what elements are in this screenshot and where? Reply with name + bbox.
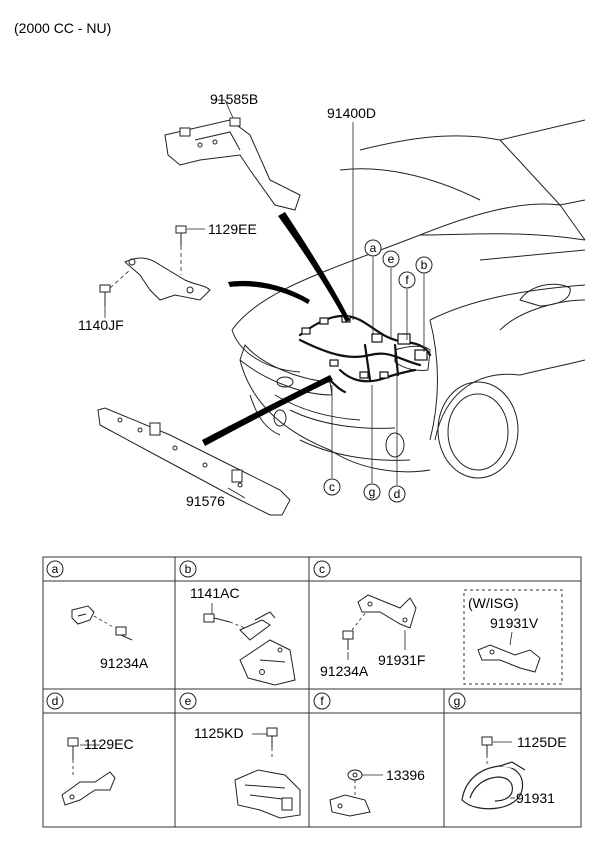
callout-a: a xyxy=(370,241,377,255)
cell-c-variant-part: 91931V xyxy=(490,615,539,631)
callout-e: e xyxy=(388,252,395,266)
cell-b-part-0: 1141AC xyxy=(190,585,240,601)
page-header: (2000 CC - NU) xyxy=(14,20,112,36)
cell-f-nut-icon xyxy=(347,769,363,781)
detail-table xyxy=(42,556,582,828)
callout-g: g xyxy=(369,485,376,499)
leader-lines xyxy=(104,99,425,499)
cell-e-bolt-icon xyxy=(266,727,278,748)
callout-d: d xyxy=(394,487,401,501)
part-91585B xyxy=(164,117,301,211)
sweep-arrows xyxy=(202,212,350,446)
cell-b-bolt-icon xyxy=(203,613,231,623)
cell-e-part-0: 1125KD xyxy=(194,725,244,741)
callout-c: c xyxy=(329,480,335,494)
cell-c-letter: c xyxy=(319,562,325,576)
cell-f-part-0: 13396 xyxy=(386,767,425,783)
cell-d-bolt-icon xyxy=(67,737,79,760)
car-outline xyxy=(231,119,586,479)
bolt-1140JF-icon xyxy=(99,284,111,306)
bolt-1129EE-icon xyxy=(175,225,187,246)
label-1140JF: 1140JF xyxy=(78,317,124,333)
cell-c-bolt-icon xyxy=(342,630,354,650)
cell-a-clip-icon xyxy=(71,605,95,625)
cell-c-part-1: 91931F xyxy=(378,652,425,668)
cell-f-letter: f xyxy=(320,694,324,708)
cell-e-bracket-icon xyxy=(234,769,301,819)
cell-e-letter: e xyxy=(185,694,192,708)
cell-a-part-0: 91234A xyxy=(100,655,149,671)
callout-circles xyxy=(323,239,433,503)
cell-c-variant-bracket-icon xyxy=(477,644,541,673)
emblem-icon xyxy=(276,376,294,388)
cell-g-bolt-icon xyxy=(481,736,493,755)
cell-header-circles xyxy=(46,560,466,710)
cell-b-letter: b xyxy=(185,562,192,576)
cell-f-stud-icon xyxy=(329,794,371,817)
cell-g-part-1: 91931 xyxy=(516,790,555,806)
cell-d-part-0: 1129EC xyxy=(84,736,134,752)
label-91576: 91576 xyxy=(186,493,225,509)
cell-c-variant-label: (W/ISG) xyxy=(468,595,519,611)
label-91585B: 91585B xyxy=(210,91,258,107)
cell-b-bracket-icon xyxy=(239,611,296,686)
callout-f: f xyxy=(405,273,409,287)
cell-c-bracket-icon xyxy=(357,594,417,629)
cell-a-bolt-icon xyxy=(115,626,133,641)
cell-d-letter: d xyxy=(52,694,59,708)
cell-a-letter: a xyxy=(52,562,59,576)
label-91400D: 91400D xyxy=(327,105,376,121)
cell-g-clamp-icon xyxy=(461,761,526,810)
part-1140JF-bracket xyxy=(124,257,211,301)
label-1129EE: 1129EE xyxy=(208,221,257,237)
part-91576 xyxy=(97,407,291,516)
cell-g-letter: g xyxy=(454,694,461,708)
cell-d-bracket-icon xyxy=(61,771,116,806)
callout-b: b xyxy=(421,258,428,272)
cell-c-part-0: 91234A xyxy=(320,663,369,679)
cell-g-part-0: 1125DE xyxy=(517,734,567,750)
